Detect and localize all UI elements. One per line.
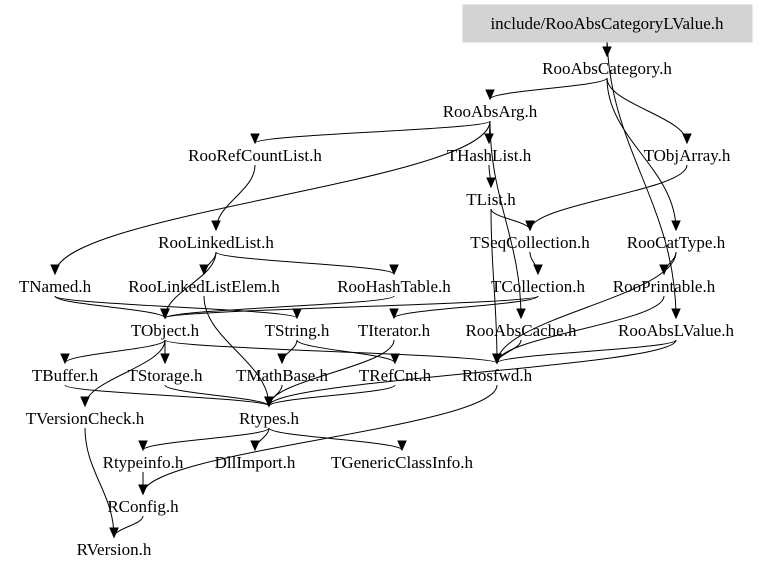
edge-rooabsarg-to-tnamed xyxy=(54,120,491,275)
node-roorefcountlist[interactable]: RooRefCountList.h xyxy=(188,146,322,165)
edge-rooprintable-to-riosfwd xyxy=(496,295,665,364)
edge-rooabscategory-to-roocattype xyxy=(606,77,677,231)
node-rooabsarg[interactable]: RooAbsArg.h xyxy=(443,102,538,121)
edge-rooabscategory-to-tobjarray xyxy=(606,77,688,144)
node-tstring[interactable]: TString.h xyxy=(265,321,330,340)
node-rooabslvalue[interactable]: RooAbsLValue.h xyxy=(618,321,735,340)
arrowhead-icon xyxy=(264,396,274,408)
arrowhead-icon xyxy=(60,353,70,365)
arrowhead-icon xyxy=(160,308,170,320)
arrowhead-icon xyxy=(109,527,119,539)
node-rconfig[interactable]: RConfig.h xyxy=(107,497,179,516)
edge-roocattype-to-riosfwd xyxy=(496,251,677,364)
edge-tlist-to-tseqcollection xyxy=(490,208,531,231)
edge-tobject-to-riosfwd xyxy=(164,339,498,364)
node-titerator[interactable]: TIterator.h xyxy=(358,321,431,340)
arrowhead-icon xyxy=(50,264,60,276)
edge-roorefcountlist-to-roolinkedlist xyxy=(215,164,256,231)
edge-roolinkedlist-to-roohashtable xyxy=(215,251,395,275)
arrowhead-icon xyxy=(250,133,260,145)
node-tbuffer[interactable]: TBuffer.h xyxy=(32,366,99,385)
edge-rooabsarg-to-roorefcountlist xyxy=(254,120,491,144)
edge-tcollection-to-titerator xyxy=(393,295,539,319)
node-roocattype[interactable]: RooCatType.h xyxy=(627,233,726,252)
node-rversion[interactable]: RVersion.h xyxy=(77,540,152,559)
node-dllimport[interactable]: DllImport.h xyxy=(215,453,296,472)
node-tgenericclassinfo[interactable]: TGenericClassInfo.h xyxy=(331,453,474,472)
edge-rooabscategory-to-rooabsarg xyxy=(489,77,608,100)
edge-rooabslvalue-to-riosfwd xyxy=(496,339,677,364)
edge-rooabsarg-to-rooabscache xyxy=(489,120,522,319)
edge-tstring-to-trefcnt xyxy=(296,339,396,364)
edge-tbuffer-to-rtypes xyxy=(64,384,270,407)
node-tlist[interactable]: TList.h xyxy=(466,190,516,209)
arrowhead-icon xyxy=(80,396,90,408)
arrowhead-icon xyxy=(516,308,526,320)
node-tmathbase[interactable]: TMathBase.h xyxy=(236,366,329,385)
edge-tstorage-to-rtypes xyxy=(164,384,270,407)
edge-rtypes-to-tgenericclassinfo xyxy=(268,427,403,451)
arrowhead-icon xyxy=(389,264,399,276)
arrowhead-icon xyxy=(211,220,221,232)
node-thashlist[interactable]: THashList.h xyxy=(447,146,532,165)
edge-tnamed-to-tstring xyxy=(54,295,298,319)
edge-tcollection-to-tobject xyxy=(164,295,539,319)
node-root[interactable]: include/RooAbsCategoryLValue.h xyxy=(490,14,724,33)
edges-layer xyxy=(50,32,692,539)
node-roohashtable[interactable]: RooHashTable.h xyxy=(337,277,451,296)
arrowhead-icon xyxy=(484,133,494,145)
arrowhead-icon xyxy=(277,353,287,365)
node-rtypes[interactable]: Rtypes.h xyxy=(239,409,299,428)
edge-rtypes-to-rtypeinfo xyxy=(142,427,270,451)
node-roolinkedlist[interactable]: RooLinkedList.h xyxy=(158,233,274,252)
arrowhead-icon xyxy=(533,264,543,276)
node-tnamed[interactable]: TNamed.h xyxy=(19,277,92,296)
arrowhead-icon xyxy=(397,440,407,452)
arrowhead-icon xyxy=(389,308,399,320)
arrowhead-icon xyxy=(492,353,502,365)
edge-tstring-to-tmathbase xyxy=(281,339,298,364)
node-rtypeinfo[interactable]: Rtypeinfo.h xyxy=(103,453,184,472)
arrowhead-icon xyxy=(525,220,535,232)
arrowhead-icon xyxy=(682,133,692,145)
edge-riosfwd-to-rconfig xyxy=(142,384,498,495)
node-rooabscategory[interactable]: RooAbsCategory.h xyxy=(542,59,672,78)
node-tversioncheck[interactable]: TVersionCheck.h xyxy=(26,409,145,428)
arrowhead-icon xyxy=(671,308,681,320)
root-node-box xyxy=(462,4,753,43)
edge-tobjarray-to-tseqcollection xyxy=(529,164,688,231)
arrowhead-icon xyxy=(160,353,170,365)
node-tobject[interactable]: TObject.h xyxy=(131,321,200,340)
arrowhead-icon xyxy=(199,264,209,276)
arrowhead-icon xyxy=(390,353,400,365)
edge-tnamed-to-tobject xyxy=(54,295,166,319)
arrowhead-icon xyxy=(138,484,148,496)
edge-rooabslvalue-to-rtypes xyxy=(268,339,677,407)
edge-tlist-to-riosfwd xyxy=(490,208,498,364)
edge-roolinkedlistelem-to-rtypes xyxy=(203,295,270,407)
edge-trefcnt-to-rtypes xyxy=(268,384,396,407)
node-riosfwd[interactable]: Riosfwd.h xyxy=(462,366,533,385)
edge-tobject-to-tbuffer xyxy=(64,339,166,364)
edge-tversioncheck-to-rversion xyxy=(84,427,115,538)
arrowhead-icon xyxy=(671,220,681,232)
node-rooabscache[interactable]: RooAbsCache.h xyxy=(466,321,577,340)
nodes-layer: include/RooAbsCategoryLValue.hRooAbsCate… xyxy=(19,14,735,559)
node-tseqcollection[interactable]: TSeqCollection.h xyxy=(470,233,590,252)
node-trefcnt[interactable]: TRefCnt.h xyxy=(359,366,432,385)
arrowhead-icon xyxy=(485,89,495,101)
node-rooprintable[interactable]: RooPrintable.h xyxy=(613,277,716,296)
node-tobjarray[interactable]: TObjArray.h xyxy=(644,146,731,165)
node-tstorage[interactable]: TStorage.h xyxy=(127,366,203,385)
node-tcollection[interactable]: TCollection.h xyxy=(491,277,585,296)
edge-rconfig-to-rversion xyxy=(113,515,144,538)
edge-roohashtable-to-tobject xyxy=(164,295,395,319)
arrowhead-icon xyxy=(138,440,148,452)
node-roolinkedlistelem[interactable]: RooLinkedListElem.h xyxy=(128,277,280,296)
edge-root-to-rooabslvalue xyxy=(606,32,677,319)
arrowhead-icon xyxy=(486,177,496,189)
arrowhead-icon xyxy=(250,440,260,452)
